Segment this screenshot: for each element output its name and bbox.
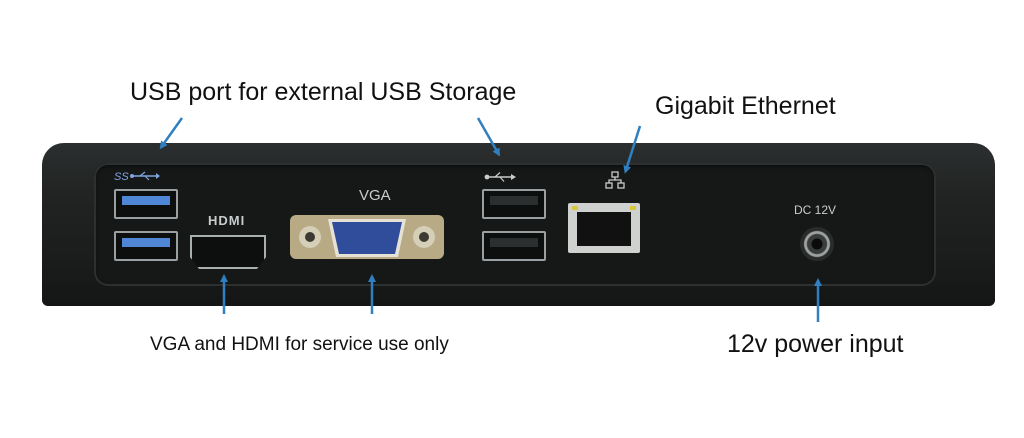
gigabit-ethernet-callout: Gigabit Ethernet (655, 92, 836, 120)
hdmi-port[interactable] (190, 235, 266, 269)
arrow-usb2 (476, 117, 500, 157)
usb3-port-top[interactable] (114, 189, 178, 219)
usb-icon (484, 172, 516, 182)
usb2-port-bottom[interactable] (482, 231, 546, 261)
dc-label: DC 12V (794, 203, 837, 217)
power-input-callout: 12v power input (727, 330, 904, 358)
hdmi-label: HDMI (208, 213, 246, 228)
usb-superspeed-icon: SS (114, 171, 160, 183)
usb2-port-top[interactable] (482, 189, 546, 219)
usb3-port-bottom[interactable] (114, 231, 178, 261)
arrow-usb3 (159, 117, 184, 150)
vga-label: VGA (359, 187, 391, 204)
device-rear-panel: SS HDMI VGA (42, 143, 995, 306)
link-led (572, 206, 578, 210)
arrow-ethernet (623, 125, 642, 174)
vga-port[interactable] (290, 209, 444, 265)
usb-storage-callout: USB port for external USB Storage (130, 78, 517, 106)
dc-power-jack[interactable] (800, 227, 834, 261)
activity-led (630, 206, 636, 210)
network-icon (605, 171, 625, 189)
service-ports-callout: VGA and HDMI for service use only (150, 334, 449, 355)
ethernet-port[interactable] (568, 203, 640, 253)
usb3-label: SS (114, 171, 129, 183)
